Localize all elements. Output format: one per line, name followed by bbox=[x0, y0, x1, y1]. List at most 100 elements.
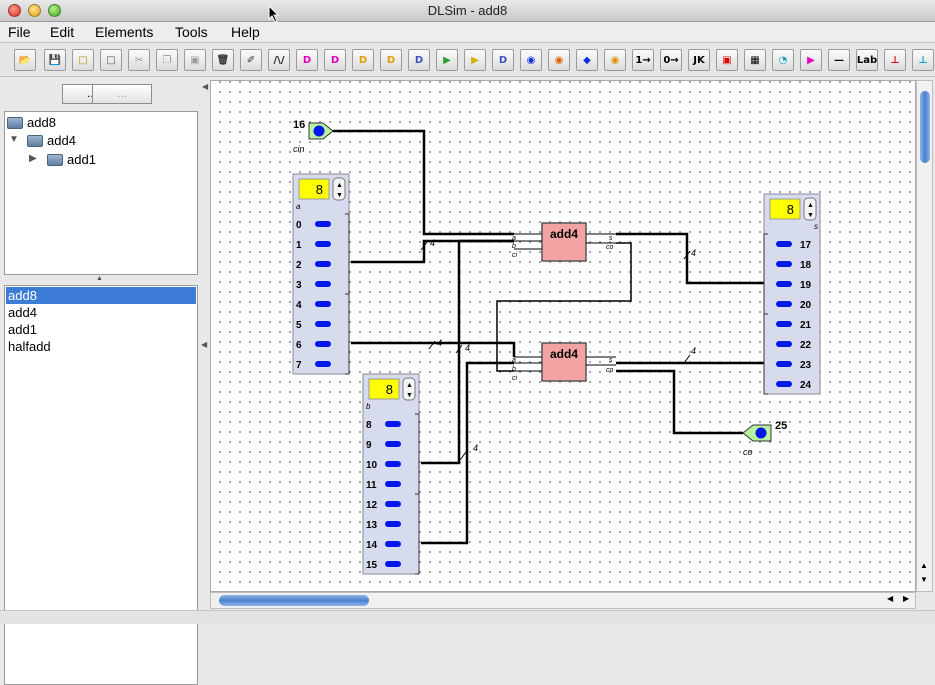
buffer-button[interactable]: ▶ bbox=[436, 49, 458, 71]
collapse-left-arrow-icon[interactable]: ◀ bbox=[202, 82, 209, 91]
blank-page-button[interactable]: □ bbox=[100, 49, 122, 71]
nand-gate-button[interactable]: D bbox=[324, 49, 346, 71]
bit-toggle[interactable] bbox=[776, 301, 792, 307]
bit-toggle[interactable] bbox=[776, 341, 792, 347]
wire[interactable] bbox=[421, 239, 514, 465]
menu-elements[interactable]: Elements bbox=[95, 24, 154, 40]
led-button[interactable]: ◉ bbox=[604, 49, 626, 71]
paste-button[interactable]: ▣ bbox=[184, 49, 206, 71]
splitter-button[interactable]: ⊥ bbox=[884, 49, 906, 71]
split-divider-icon[interactable]: ▲ bbox=[96, 275, 103, 282]
wire-button[interactable]: /\/ bbox=[268, 49, 290, 71]
bit-toggle[interactable] bbox=[385, 461, 401, 467]
tristate-button[interactable]: ▶ bbox=[800, 49, 822, 71]
bit-toggle[interactable] bbox=[315, 241, 331, 247]
bit-toggle[interactable] bbox=[315, 321, 331, 327]
bit-toggle[interactable] bbox=[776, 381, 792, 387]
open-button[interactable]: 📂 bbox=[14, 49, 36, 71]
adder-block[interactable]: add4 a b ci s co bbox=[512, 342, 616, 382]
carry-wire[interactable] bbox=[496, 242, 632, 372]
circuit-canvas[interactable]: 4 4 4 4 4 4 16 cin 25 co add4 a b ci s c… bbox=[210, 80, 916, 592]
pin-state-icon[interactable] bbox=[313, 125, 325, 137]
delete-button[interactable]: 🗑 bbox=[212, 49, 234, 71]
constant-zero-button[interactable]: 0→ bbox=[660, 49, 682, 71]
spinner-up-icon[interactable]: ▲ bbox=[336, 182, 343, 189]
horizontal-scrollbar[interactable]: ◀ ▶ bbox=[210, 592, 916, 609]
menu-edit[interactable]: Edit bbox=[50, 24, 75, 40]
scroll-up-arrow-icon[interactable]: ▲ bbox=[920, 561, 928, 570]
bit-toggle[interactable] bbox=[385, 541, 401, 547]
expanded-triangle-icon[interactable]: ▼ bbox=[9, 134, 19, 145]
trash-edit-button[interactable]: ✐ bbox=[240, 49, 262, 71]
spinner-arrows-icon[interactable] bbox=[402, 377, 416, 401]
spinner-down-icon[interactable]: ▼ bbox=[406, 392, 413, 399]
cin-input-pin[interactable]: 16 cin bbox=[293, 119, 334, 154]
bit-toggle[interactable] bbox=[776, 281, 792, 287]
list-item[interactable]: halfadd bbox=[8, 339, 51, 354]
zoom-window-button[interactable] bbox=[48, 4, 61, 17]
input-pin-button[interactable]: ◉ bbox=[520, 49, 542, 71]
register-button[interactable]: ▣ bbox=[716, 49, 738, 71]
cut-button[interactable]: ✂ bbox=[128, 49, 150, 71]
adder-block[interactable]: add4 a b ci s co bbox=[512, 222, 616, 262]
or-gate-button[interactable]: D bbox=[352, 49, 374, 71]
menu-file[interactable]: File bbox=[8, 24, 31, 40]
memory-button[interactable]: ▦ bbox=[744, 49, 766, 71]
bit-toggle[interactable] bbox=[776, 361, 792, 367]
menu-help[interactable]: Help bbox=[231, 24, 260, 40]
close-window-button[interactable] bbox=[8, 4, 21, 17]
bit-toggle[interactable] bbox=[315, 281, 331, 287]
vertical-scroll-thumb[interactable] bbox=[920, 91, 930, 163]
spinner-down-icon[interactable]: ▼ bbox=[336, 192, 343, 199]
scroll-left-arrow-icon[interactable]: ◀ bbox=[887, 594, 894, 603]
and-gate-button[interactable]: D bbox=[296, 49, 318, 71]
scroll-right-arrow-icon[interactable]: ▶ bbox=[903, 594, 910, 603]
width-spinner[interactable] bbox=[368, 378, 400, 400]
spinner-arrows-icon[interactable] bbox=[803, 197, 817, 221]
save-button[interactable]: 💾 bbox=[44, 49, 66, 71]
bus-button[interactable]: ⊥ bbox=[912, 49, 934, 71]
bit-toggle[interactable] bbox=[385, 481, 401, 487]
width-spinner[interactable] bbox=[298, 178, 330, 200]
copy-button[interactable]: ❐ bbox=[156, 49, 178, 71]
bit-toggle[interactable] bbox=[315, 221, 331, 227]
new-button[interactable]: □ bbox=[72, 49, 94, 71]
wire[interactable] bbox=[616, 232, 764, 285]
bit-toggle[interactable] bbox=[315, 261, 331, 267]
line-button[interactable]: — bbox=[828, 49, 850, 71]
xor-gate-button[interactable]: D bbox=[408, 49, 430, 71]
xnor-gate-button[interactable]: D bbox=[492, 49, 514, 71]
bit-toggle[interactable] bbox=[315, 361, 331, 367]
menu-tools[interactable]: Tools bbox=[175, 24, 208, 40]
tree-down-button[interactable]: ... bbox=[92, 84, 152, 104]
bit-toggle[interactable] bbox=[385, 441, 401, 447]
jk-flipflop-button[interactable]: JK bbox=[688, 49, 710, 71]
list-item[interactable]: add4 bbox=[8, 305, 37, 320]
spinner-up-icon[interactable]: ▲ bbox=[406, 382, 413, 389]
bit-toggle[interactable] bbox=[776, 241, 792, 247]
wire[interactable] bbox=[421, 361, 514, 545]
label-button[interactable]: Lab bbox=[856, 49, 878, 71]
collapsed-triangle-icon[interactable]: ▶ bbox=[29, 153, 37, 164]
bit-toggle[interactable] bbox=[315, 341, 331, 347]
list-item[interactable]: add8 bbox=[6, 287, 196, 304]
horizontal-scroll-thumb[interactable] bbox=[219, 595, 369, 606]
bit-toggle[interactable] bbox=[385, 501, 401, 507]
not-gate-button[interactable]: ▶ bbox=[464, 49, 486, 71]
bit-toggle[interactable] bbox=[315, 301, 331, 307]
spinner-down-icon[interactable]: ▼ bbox=[807, 212, 814, 219]
wire[interactable] bbox=[351, 341, 516, 357]
bit-toggle[interactable] bbox=[776, 321, 792, 327]
clock-button[interactable]: ◔ bbox=[772, 49, 794, 71]
minimize-window-button[interactable] bbox=[28, 4, 41, 17]
width-spinner[interactable] bbox=[769, 198, 801, 220]
output-pin-button[interactable]: ◉ bbox=[548, 49, 570, 71]
co-output-pin[interactable]: 25 co bbox=[742, 420, 787, 457]
bit-toggle[interactable] bbox=[385, 521, 401, 527]
bit-toggle[interactable] bbox=[385, 561, 401, 567]
wire[interactable] bbox=[333, 129, 514, 236]
constant-one-button[interactable]: 1→ bbox=[632, 49, 654, 71]
